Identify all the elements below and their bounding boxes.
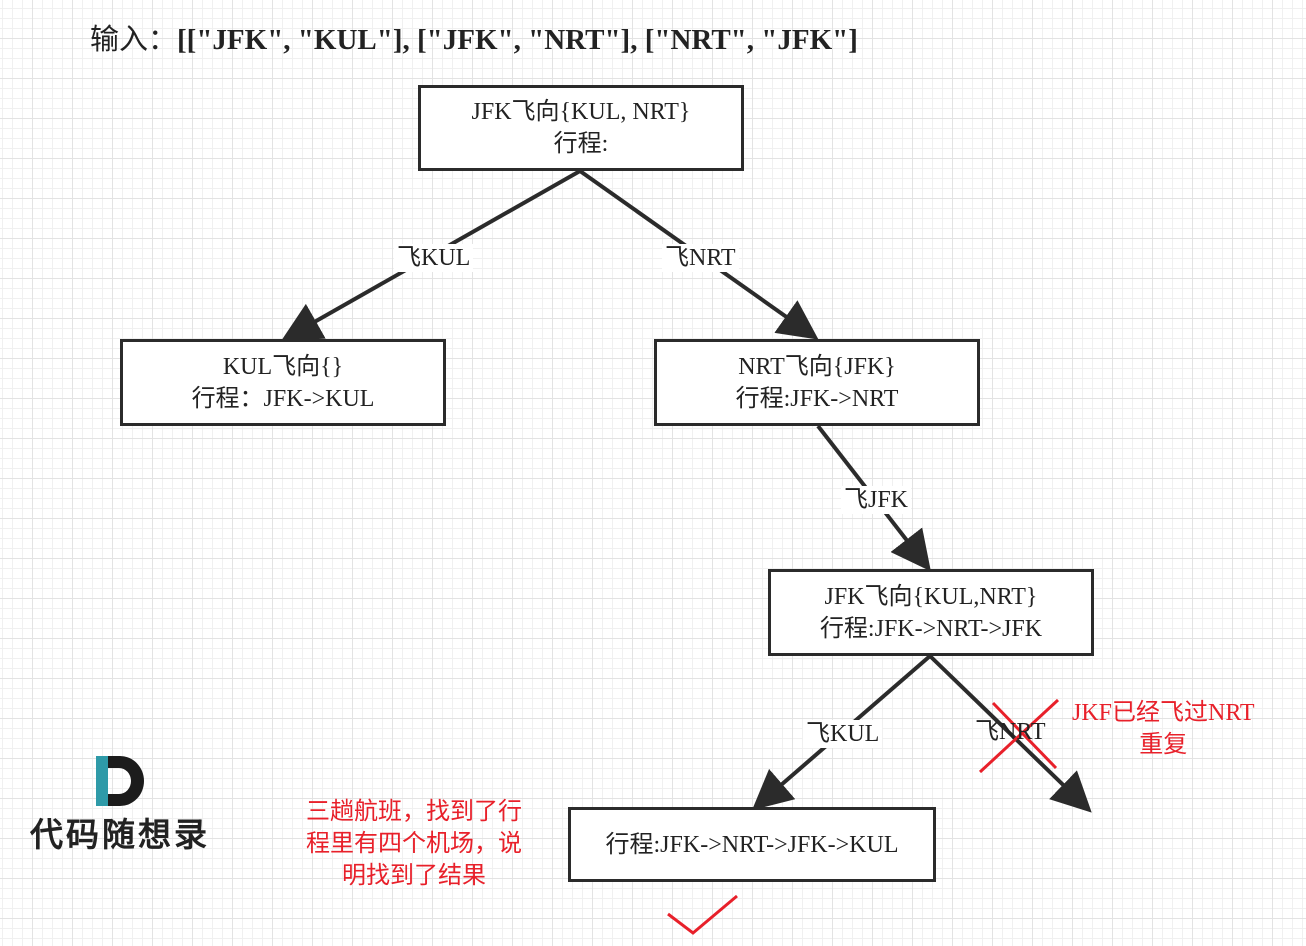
input-header: 输入：[["JFK", "KUL"], ["JFK", "NRT"], ["NR…: [90, 16, 858, 58]
edge-label-nrt-jfk: 飞JFK: [841, 486, 912, 514]
logo-text: 代码随想录: [30, 815, 210, 854]
node-nrt-itinerary: 行程:JFK->NRT: [735, 385, 899, 412]
node-result: 行程:JFK->NRT->JFK->KUL: [568, 807, 936, 882]
duplicate-note: JKF已经飞过NRT 重复: [1072, 697, 1255, 761]
node-jfk-second-itinerary: 行程:JFK->NRT->JFK: [819, 615, 1043, 642]
node-nrt: NRT飞向{JFK} 行程:JFK->NRT: [654, 339, 980, 426]
input-value: [["JFK", "KUL"], ["JFK", "NRT"], ["NRT",…: [177, 24, 858, 56]
node-kul-itinerary: 行程：JFK->KUL: [191, 385, 375, 412]
node-root-itinerary: 行程:: [553, 131, 609, 157]
node-result-itinerary: 行程:JFK->NRT->JFK->KUL: [605, 831, 899, 858]
node-kul: KUL飞向{} 行程：JFK->KUL: [120, 339, 446, 426]
edge-jfk-to-nrt: [928, 654, 1092, 813]
result-note-line-1: 三趟航班，找到了行: [306, 799, 522, 825]
result-note: 三趟航班，找到了行 程里有四个机场，说 明找到了结果: [306, 796, 522, 892]
node-jfk-second: JFK飞向{KUL,NRT} 行程:JFK->NRT->JFK: [768, 569, 1094, 656]
duplicate-note-line-2: 重复: [1139, 732, 1188, 758]
check-mark-icon: [667, 894, 738, 935]
node-kul-destinations: KUL飞向{}: [222, 353, 344, 380]
edge-label-jfk-nrt: 飞NRT: [975, 719, 1046, 745]
node-nrt-destinations: NRT飞向{JFK}: [738, 353, 896, 380]
result-note-line-2: 程里有四个机场，说: [306, 831, 522, 857]
node-jfk-second-destinations: JFK飞向{KUL,NRT}: [824, 583, 1038, 610]
node-root-destinations: JFK飞向{KUL, NRT}: [471, 99, 691, 125]
input-label: 输入：: [90, 24, 178, 56]
duplicate-note-line-1: JKF已经飞过NRT: [1072, 700, 1255, 726]
result-note-line-3: 明找到了结果: [342, 863, 486, 889]
edge-label-root-nrt: 飞NRT: [662, 244, 739, 272]
node-root: JFK飞向{KUL, NRT} 行程:: [418, 85, 744, 171]
cross-mark-icon: [978, 698, 1060, 774]
edge-label-jfk-kul: 飞KUL: [803, 720, 883, 748]
edge-label-root-kul: 飞KUL: [394, 244, 474, 272]
logo-d-icon: [96, 756, 144, 806]
